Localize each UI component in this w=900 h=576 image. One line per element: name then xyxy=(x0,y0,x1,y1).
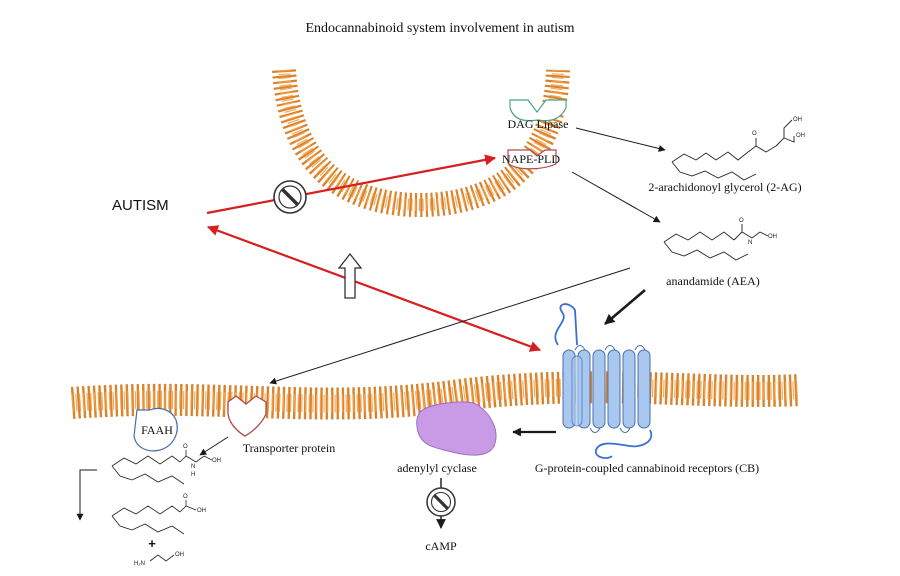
aea-molecule-small xyxy=(111,450,213,485)
aea-molecule xyxy=(663,224,769,261)
aea-small-h-label: H xyxy=(191,472,195,478)
arrow-nape-to-aea xyxy=(571,171,661,223)
cell-membrane xyxy=(70,371,801,420)
adenylyl-cyclase-label: adenylyl cyclase xyxy=(397,461,477,475)
arrow-transporter-to-products xyxy=(199,436,229,456)
aea-small-n-label: N xyxy=(191,464,195,470)
arachidonic-acid-molecule xyxy=(111,500,197,535)
receptor-helices xyxy=(562,349,651,429)
cb-receptor-label: G-protein-coupled cannabinoid receptors … xyxy=(535,461,759,475)
cb-receptor xyxy=(554,303,653,459)
transporter-protein xyxy=(227,395,267,437)
two-ag-o-label: O xyxy=(752,131,757,137)
vesicle-membrane xyxy=(272,69,570,218)
arrow-aea-to-receptor xyxy=(604,289,646,325)
two-ag-oh-label-1: OH xyxy=(793,117,802,123)
aea-small-o-label: O xyxy=(183,444,188,450)
dag-lipase-label: DAG Lipase xyxy=(508,117,569,131)
dag-lipase-enzyme xyxy=(509,99,567,122)
inhibition-symbol-vesicle xyxy=(273,180,307,214)
adenylyl-cyclase-shape xyxy=(416,401,497,456)
plus-sign: + xyxy=(148,536,156,551)
two-ag-label: 2-arachidonoyl glycerol (2-AG) xyxy=(648,180,801,194)
ethanolamine-h2n-label: H₂N xyxy=(134,561,145,567)
two-ag-molecule xyxy=(671,119,795,181)
arrow-dag-to-2ag xyxy=(575,127,666,152)
faah-enzyme xyxy=(133,407,178,452)
hollow-up-arrow xyxy=(337,252,363,299)
diagram-title: Endocannabinoid system involvement in au… xyxy=(305,21,574,36)
aa-o-label: O xyxy=(183,494,188,500)
faah-label: FAAH xyxy=(141,423,173,437)
ethanolamine-molecule xyxy=(149,554,175,562)
autism-label: AUTISM xyxy=(112,197,169,214)
red-arrow-to-nape-pld xyxy=(206,154,497,215)
aea-n-label: N xyxy=(748,240,752,246)
transporter-label: Transporter protein xyxy=(243,441,336,455)
aa-oh-label: OH xyxy=(197,508,206,514)
ethanolamine-oh-label: OH xyxy=(175,552,184,558)
red-arrow-to-cb-receptor xyxy=(206,225,542,352)
camp-label: cAMP xyxy=(425,539,457,553)
nape-pld-label: NAPE-PLD xyxy=(502,152,560,166)
aea-small-oh-label: OH xyxy=(212,458,221,464)
nape-pld-enzyme xyxy=(507,149,557,170)
aea-o-label: O xyxy=(739,218,744,224)
two-ag-oh-label-2: OH xyxy=(796,133,805,139)
inhibition-symbol-camp xyxy=(426,487,456,517)
aea-oh-label: OH xyxy=(768,234,777,240)
arrow-faah-breakdown xyxy=(76,469,97,521)
aea-label: anandamide (AEA) xyxy=(666,274,760,288)
arrow-aea-to-transporter xyxy=(269,267,631,385)
